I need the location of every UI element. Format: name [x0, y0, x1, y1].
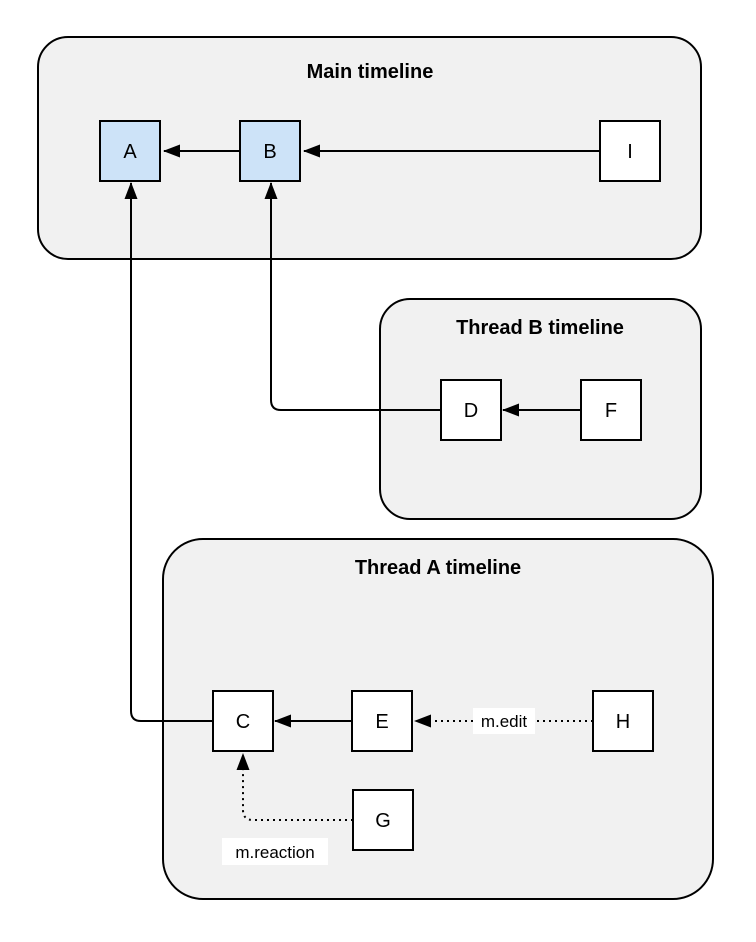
- main-timeline-container: [37, 36, 702, 260]
- m-edit-label: m.edit: [481, 712, 528, 731]
- m-reaction-label: m.reaction: [235, 843, 314, 862]
- edge-g-to-c-m-reaction: [236, 753, 353, 821]
- thread-a-timeline-container: [162, 538, 714, 900]
- node-c-label: C: [236, 711, 250, 733]
- node-i: I: [599, 120, 661, 182]
- node-c-box: [212, 690, 274, 752]
- node-b-label: B: [263, 141, 276, 163]
- node-f-box: [580, 379, 642, 441]
- node-e: E: [351, 690, 413, 752]
- node-f-label: F: [605, 400, 617, 422]
- node-b: B: [239, 120, 301, 182]
- node-d-box: [440, 379, 502, 441]
- m-reaction-label-background: [222, 838, 328, 865]
- node-a: A: [99, 120, 161, 182]
- node-i-box: [599, 120, 661, 182]
- node-c: C: [212, 690, 274, 752]
- edge-d-to-b: [264, 182, 441, 411]
- node-e-box: [351, 690, 413, 752]
- node-g-label: G: [375, 810, 391, 832]
- thread-b-timeline-title: Thread B timeline: [456, 317, 624, 339]
- edge-c-to-a: [124, 182, 213, 722]
- thread-a-timeline-title: Thread A timeline: [355, 557, 521, 579]
- node-b-box: [239, 120, 301, 182]
- node-g-box: [352, 789, 414, 851]
- main-timeline-title: Main timeline: [307, 61, 434, 83]
- node-f: F: [580, 379, 642, 441]
- node-g: G: [352, 789, 414, 851]
- node-e-label: E: [375, 711, 388, 733]
- m-edit-label-background: [473, 708, 535, 734]
- node-d-label: D: [464, 400, 478, 422]
- node-h-box: [592, 690, 654, 752]
- node-h-label: H: [616, 711, 630, 733]
- node-a-label: A: [123, 141, 137, 163]
- node-h: H: [592, 690, 654, 752]
- node-a-box: [99, 120, 161, 182]
- node-d: D: [440, 379, 502, 441]
- node-i-label: I: [627, 141, 633, 163]
